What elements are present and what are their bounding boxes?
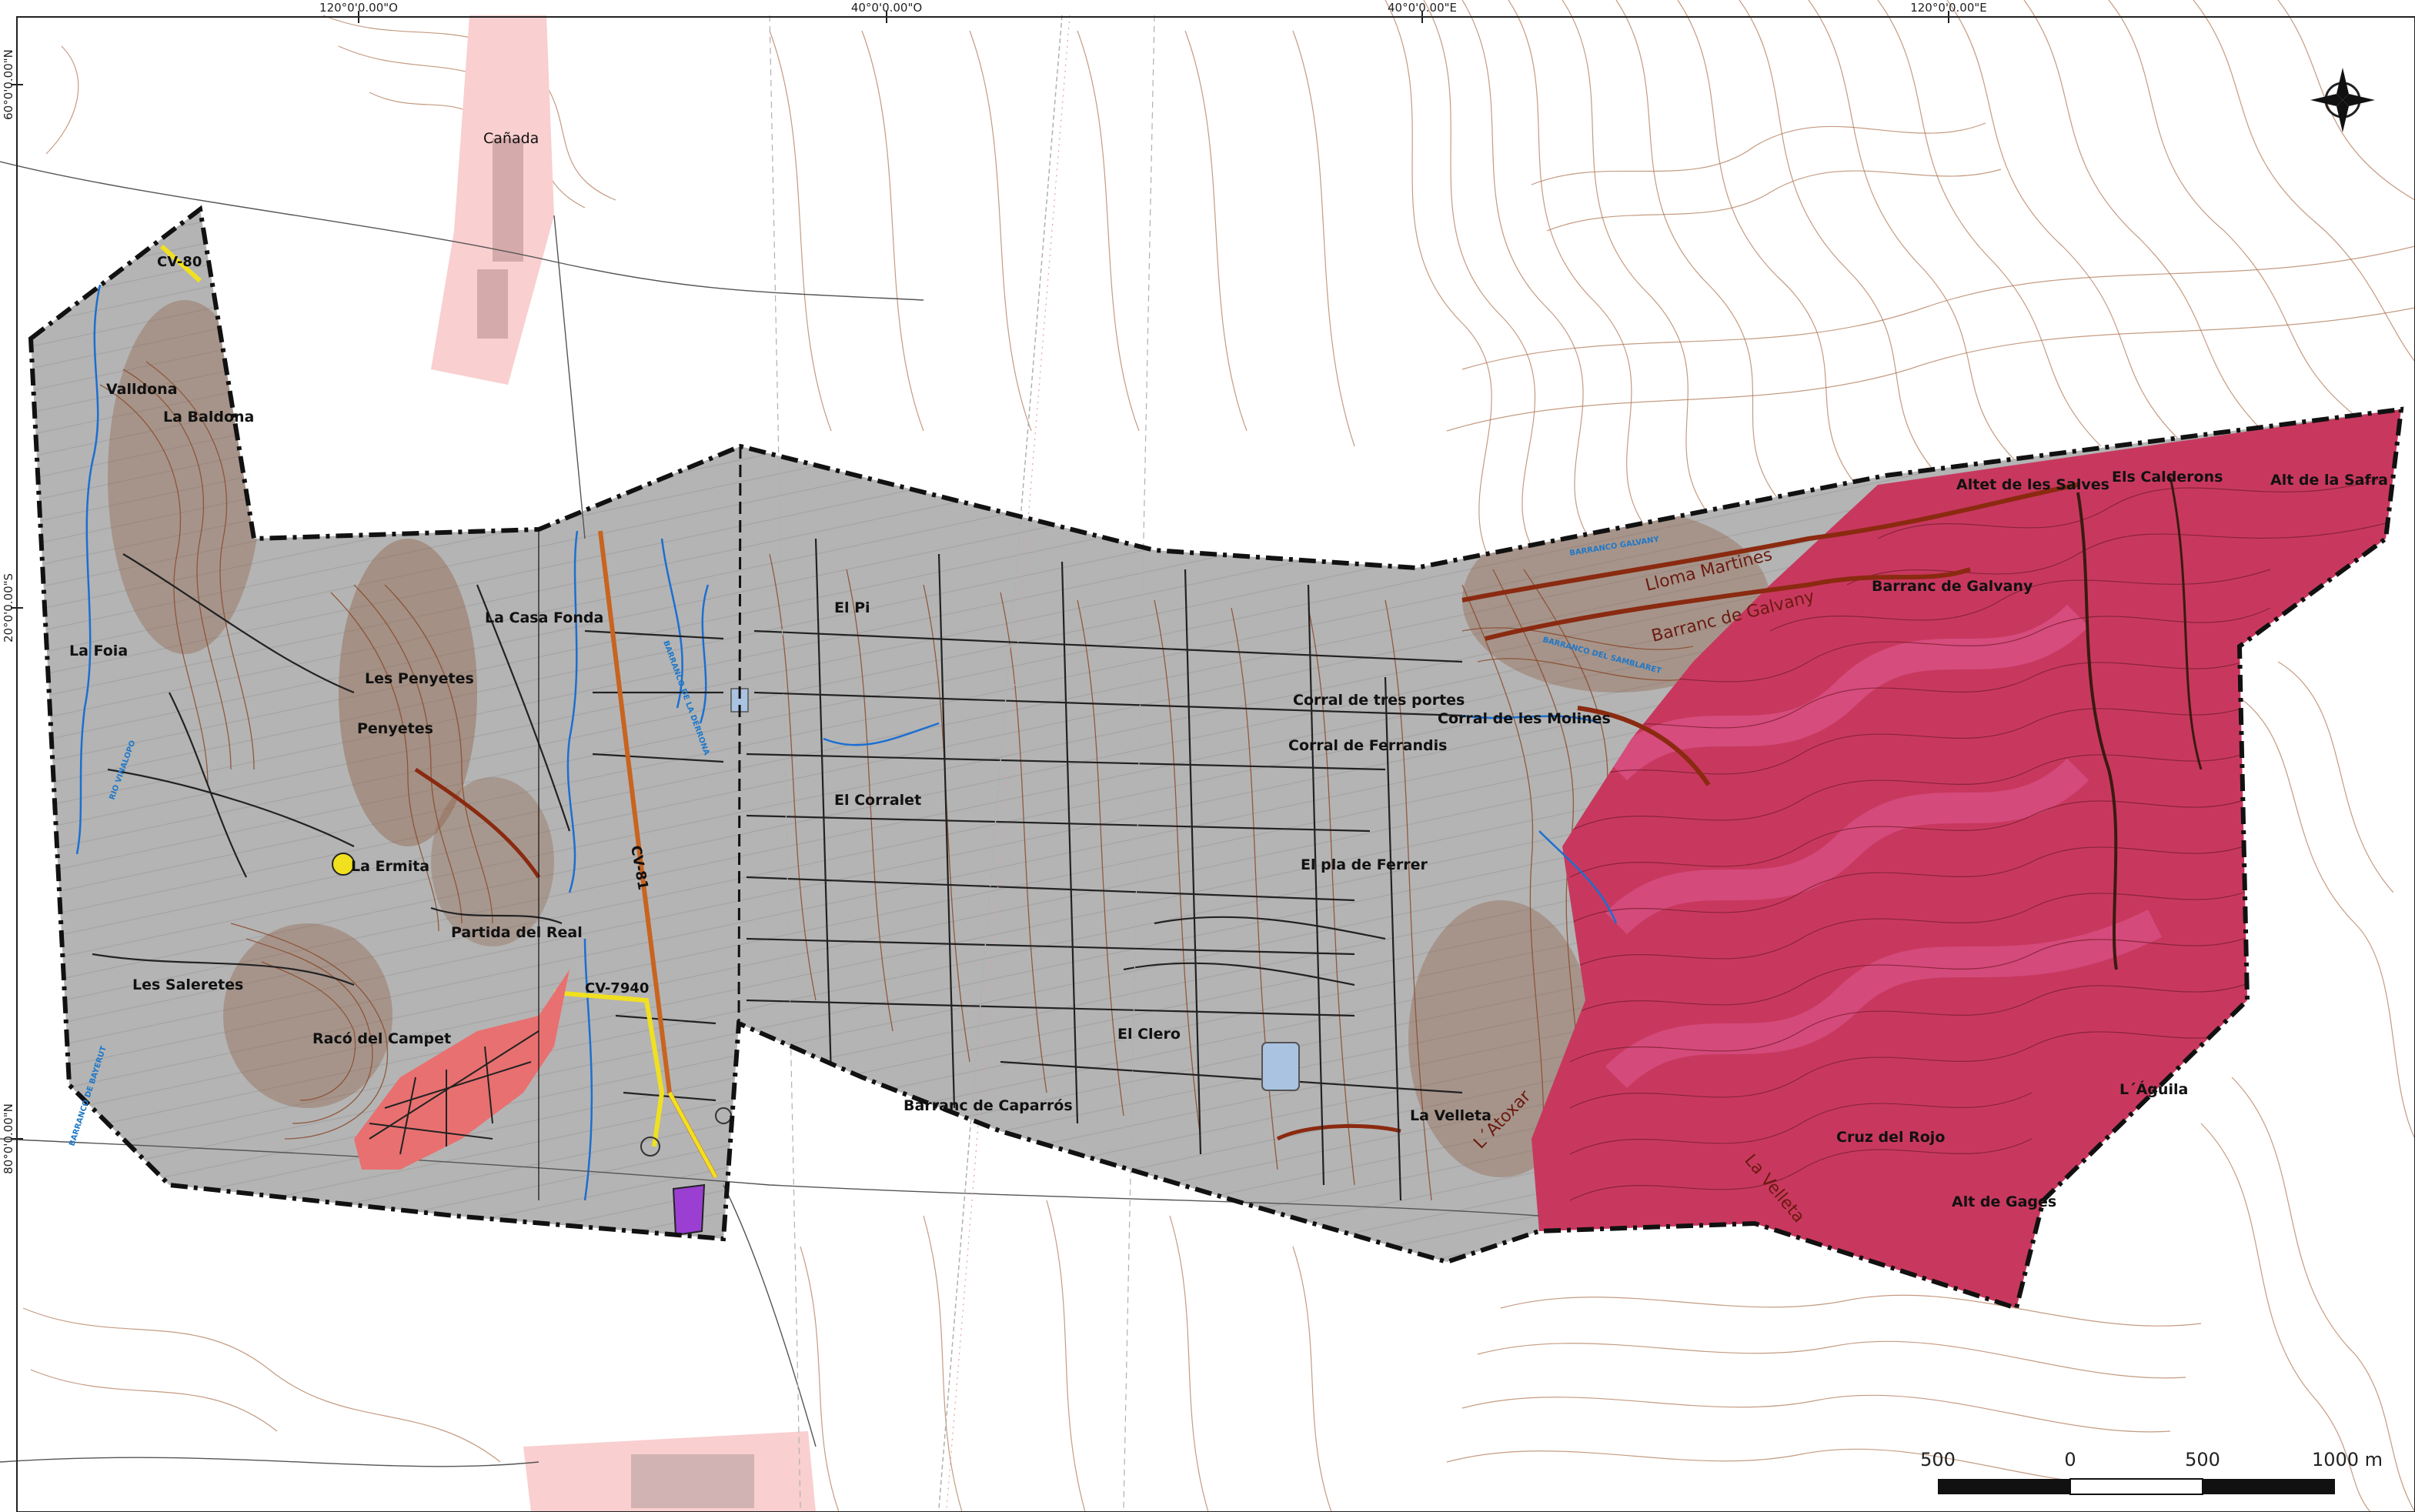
purple-site <box>672 1183 706 1237</box>
water-pond <box>1261 1042 1300 1091</box>
streams <box>75 284 1618 1201</box>
scale-label-1000m: 1000 m <box>2312 1449 2383 1470</box>
interior-relief <box>99 300 1770 1201</box>
grid-ticks <box>11 11 1949 1140</box>
place-canada: Cañada <box>483 130 539 147</box>
place-barranc-de-galvany: Barranc de Galvany <box>1872 578 2033 595</box>
scale-label-500-right: 500 <box>2185 1449 2220 1470</box>
place-les-penyetes: Les Penyetes <box>365 670 474 687</box>
road-label-cv7940: CV-7940 <box>585 980 649 996</box>
place-la-casa-fonda: La Casa Fonda <box>485 609 603 626</box>
scale-label-500-left: 500 <box>1920 1449 1956 1470</box>
background-contours <box>22 0 2415 1512</box>
place-la-baldona: La Baldona <box>163 409 254 426</box>
compass-rose-icon <box>2310 68 2375 132</box>
ravines <box>414 476 2203 1141</box>
protected-area-contours <box>1569 476 2387 1201</box>
grid-label-top-1: 120°0'0.00"O <box>319 1 398 15</box>
outside-lines <box>0 15 1540 1509</box>
protected-natural-area <box>1532 409 2401 1308</box>
place-altet-de-les-salves: Altet de les Salves <box>1956 476 2109 493</box>
place-cruz-del-rojo: Cruz del Rojo <box>1836 1129 1945 1146</box>
cv80-road <box>159 244 202 283</box>
scale-bar: 500 0 500 1000 m <box>1920 1449 2383 1495</box>
internal-boundary-east <box>737 446 742 1024</box>
place-el-pla-de-ferrer: El pla de Ferrer <box>1301 856 1428 873</box>
place-barranc-de-caparros: Barranc de Caparrós <box>904 1097 1073 1114</box>
place-el-clero: El Clero <box>1117 1026 1181 1043</box>
canada-buildings <box>477 139 754 1508</box>
place-penyetes: Penyetes <box>357 720 433 737</box>
municipality-boundary <box>28 205 2404 1311</box>
grid-label-left-3: 80°0'0.00"N <box>2 1103 15 1174</box>
place-la-ermita: La Ermita <box>351 858 429 875</box>
grid-label-top-4: 120°0'0.00"E <box>1910 1 1987 15</box>
field-boundaries <box>92 538 1463 1201</box>
place-corral-de-tres-portes: Corral de tres portes <box>1293 692 1465 709</box>
place-corral-de-ferrandis: Corral de Ferrandis <box>1288 737 1447 754</box>
place-el-pi: El Pi <box>834 599 870 616</box>
place-alt-de-la-safra: Alt de la Safra <box>2270 472 2388 489</box>
cv7940-road <box>553 990 665 1147</box>
place-corral-de-les-molines: Corral de les Molines <box>1438 710 1611 727</box>
map-frame <box>16 16 2415 1512</box>
place-partida-del-real: Partida del Real <box>451 924 583 941</box>
place-les-saleretes: Les Saleretes <box>132 976 243 993</box>
town-streets <box>369 1030 539 1155</box>
grid-label-top-3: 40°0'0.00"E <box>1388 1 1457 15</box>
place-el-corralet: El Corralet <box>834 792 921 809</box>
place-raco-del-campet: Racó del Campet <box>312 1030 451 1047</box>
grid-label-left-2: 20°0'0.00"S <box>2 573 15 643</box>
ermita-marker <box>332 853 355 876</box>
place-la-foia: La Foia <box>69 643 128 659</box>
place-alt-de-gages: Alt de Gages <box>1952 1193 2056 1210</box>
place-valldona: Valldona <box>106 381 178 398</box>
main-roads <box>159 244 732 1179</box>
place-l-aguila: L´Águila <box>2119 1080 2188 1098</box>
grid-label-top-2: 40°0'0.00"O <box>851 1 922 15</box>
place-labels: Cañada Valldona La Baldona La Foia Les P… <box>69 130 2388 1210</box>
place-la-velleta: La Velleta <box>1410 1107 1491 1124</box>
place-els-calderons: Els Calderons <box>2112 469 2223 486</box>
grid-label-left-1: 60°0'0.00"N <box>2 49 15 120</box>
road-label-cv80: CV-80 <box>157 254 202 270</box>
scale-label-0: 0 <box>2064 1449 2076 1470</box>
